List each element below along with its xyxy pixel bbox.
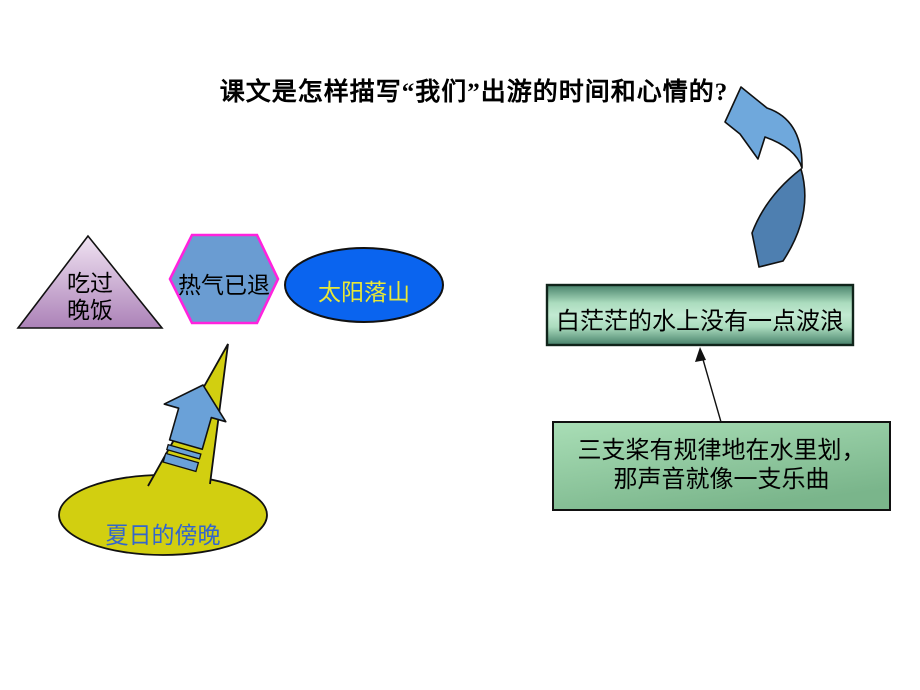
- connector-arrow: [695, 347, 722, 423]
- evening-ellipse-label: 夏日的傍晚: [105, 523, 221, 548]
- curved-arrow-lower: [751, 168, 806, 268]
- slide-title: 课文是怎样描写“我们”出游的时间和心情的?: [219, 79, 729, 106]
- oars-box-line2: 那声音就像一支乐曲: [613, 467, 830, 493]
- triangle-label-line2: 晚饭: [67, 298, 113, 323]
- oars-box-label: 三支桨有规律地在水里划， 那声音就像一支乐曲: [553, 437, 890, 495]
- hexagon-shape: [168, 233, 280, 325]
- oars-box-line1: 三支桨有规律地在水里划，: [577, 438, 866, 464]
- triangle-label-line1: 吃过: [67, 271, 113, 296]
- calm-water-box: [545, 283, 855, 347]
- triangle-label: 吃过 晚饭: [30, 270, 150, 324]
- curved-arrow-upper: [724, 86, 803, 169]
- hexagon-label: 热气已退: [178, 273, 270, 298]
- sun-ellipse-label: 太阳落山: [318, 280, 410, 305]
- sun-ellipse: [284, 247, 444, 323]
- triangle-shape: [16, 234, 164, 329]
- oars-box: [552, 421, 891, 511]
- striped-up-arrow: [162, 384, 227, 473]
- calm-water-box-label: 白茫茫的水上没有一点波浪: [556, 309, 844, 335]
